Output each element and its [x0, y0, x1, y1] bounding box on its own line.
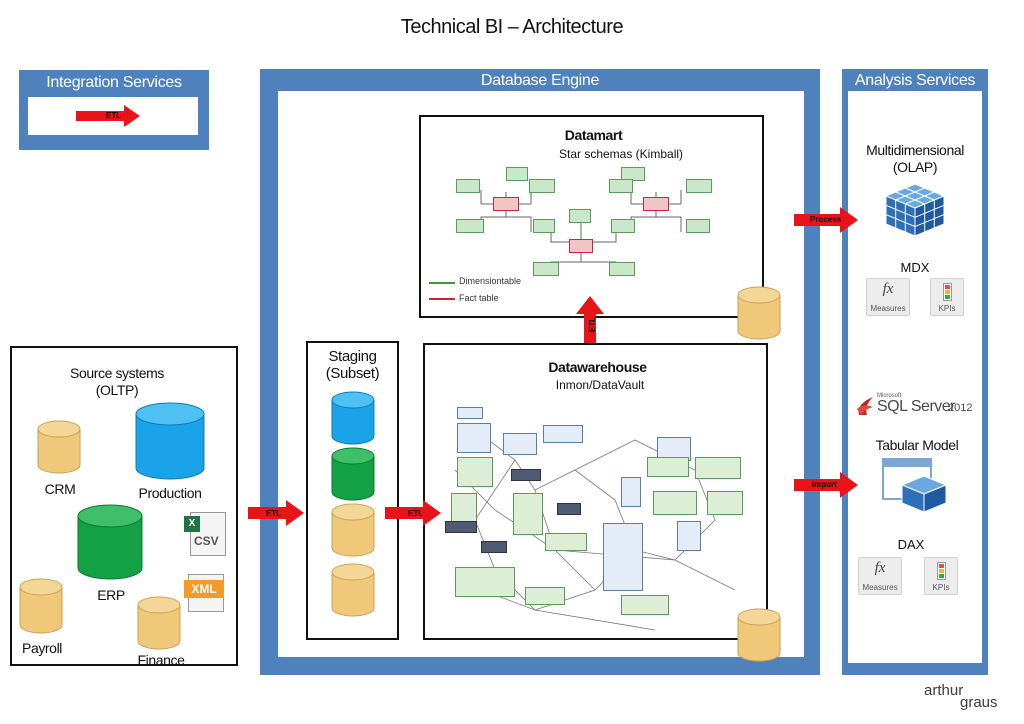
staging-title-line2: (Subset) [325, 365, 380, 382]
source-systems-title-line1: Source systems [70, 365, 164, 381]
xml-file-icon: XML [184, 574, 228, 612]
datamart-box: Datamart Star schemas (Kimball) Dimensio… [419, 115, 764, 318]
etl-legend-label: ETL [106, 111, 122, 120]
datamart-title: Datamart [564, 127, 623, 143]
datawarehouse-database-icon [737, 608, 781, 662]
finance-database-icon [137, 596, 181, 650]
kpis-icon-mdx: KPIs [930, 278, 964, 316]
tabular-model-title: Tabular Model [875, 437, 959, 453]
multidimensional-title: Multidimensional [866, 142, 964, 158]
kpis-label-mdx: KPIs [938, 304, 956, 313]
kpis-icon-dax: KPIs [924, 557, 958, 595]
measures-label-mdx: Measures [870, 304, 906, 313]
etl-source-staging-arrow [248, 500, 304, 526]
payroll-label: Payroll [22, 640, 62, 656]
staging-green-database-icon [331, 447, 375, 501]
staging-blue-database-icon [331, 391, 375, 445]
integration-services-panel: Integration Services ETL [19, 70, 209, 150]
etl-staging-dw-label: ETL [408, 509, 424, 518]
analysis-services-label: Analysis Services [854, 72, 976, 89]
sql-server-name: SQL Server [877, 398, 956, 415]
staging-tan-database-icon-2 [331, 563, 375, 617]
database-engine-label: Database Engine [480, 72, 600, 89]
measures-icon-dax: fx Measures [858, 557, 902, 595]
staging-tan-database-icon-1 [331, 503, 375, 557]
csv-file-icon: X CSV [184, 512, 228, 556]
dax-label: DAX [897, 537, 925, 552]
measures-icon-mdx: fx Measures [866, 278, 910, 316]
staging-title-line1: Staging [328, 348, 377, 365]
etl-legend-arrow [76, 105, 140, 127]
erp-database-icon [77, 504, 143, 580]
crm-database-icon [37, 420, 81, 474]
source-systems-title-line2: (OLTP) [95, 382, 139, 398]
etl-staging-dw-arrow [385, 500, 441, 526]
finance-label: Finance [137, 652, 185, 668]
etl-up-label: ETL [588, 316, 598, 333]
datamart-subtitle: Star schemas (Kimball) [558, 147, 684, 161]
sql-server-logo: Microsoft SQL Server 2012 [855, 393, 975, 419]
source-systems-box: Source systems (OLTP) CRM Production ERP… [10, 346, 238, 668]
datawarehouse-subtitle: Inmon/DataVault [555, 378, 645, 392]
csv-label: CSV [194, 534, 219, 548]
import-label: Import [812, 480, 837, 489]
kpis-label-dax: KPIs [932, 583, 950, 592]
brand-line1: arthur [924, 682, 964, 699]
olap-cube-icon [884, 183, 946, 237]
process-arrow [794, 207, 858, 233]
datamart-legend-fact: Fact table [459, 293, 499, 303]
crm-label: CRM [44, 481, 76, 497]
etl-up-arrow [576, 296, 604, 352]
production-label: Production [138, 485, 202, 501]
etl-source-staging-label: ETL [266, 509, 282, 518]
production-database-icon [135, 402, 205, 480]
erp-label: ERP [97, 587, 125, 603]
sql-server-brand: Microsoft [877, 393, 902, 399]
brand-logo: arthur graus [924, 682, 1014, 718]
staging-box: Staging (Subset) [306, 341, 399, 640]
process-label: Process [810, 215, 842, 224]
integration-services-label: Integration Services [46, 74, 182, 91]
page-title: Technical BI – Architecture [400, 16, 624, 38]
payroll-database-icon [19, 578, 63, 634]
tabular-model-icon [882, 458, 948, 514]
sql-server-version: 2012 [948, 402, 973, 414]
measures-label-dax: Measures [862, 583, 898, 592]
import-arrow [794, 472, 858, 498]
datawarehouse-box: Datawarehouse Inmon/DataVault [423, 343, 768, 640]
mdx-label: MDX [900, 260, 930, 275]
datamart-legend-dim: Dimensiontable [459, 276, 522, 286]
brand-line2: graus [960, 694, 998, 711]
analysis-services-panel: Analysis Services [842, 69, 988, 675]
datamart-database-icon [737, 286, 781, 340]
xml-label: XML [184, 580, 224, 598]
datawarehouse-title: Datawarehouse [548, 359, 647, 375]
multidimensional-subtitle: (OLAP) [892, 159, 938, 175]
